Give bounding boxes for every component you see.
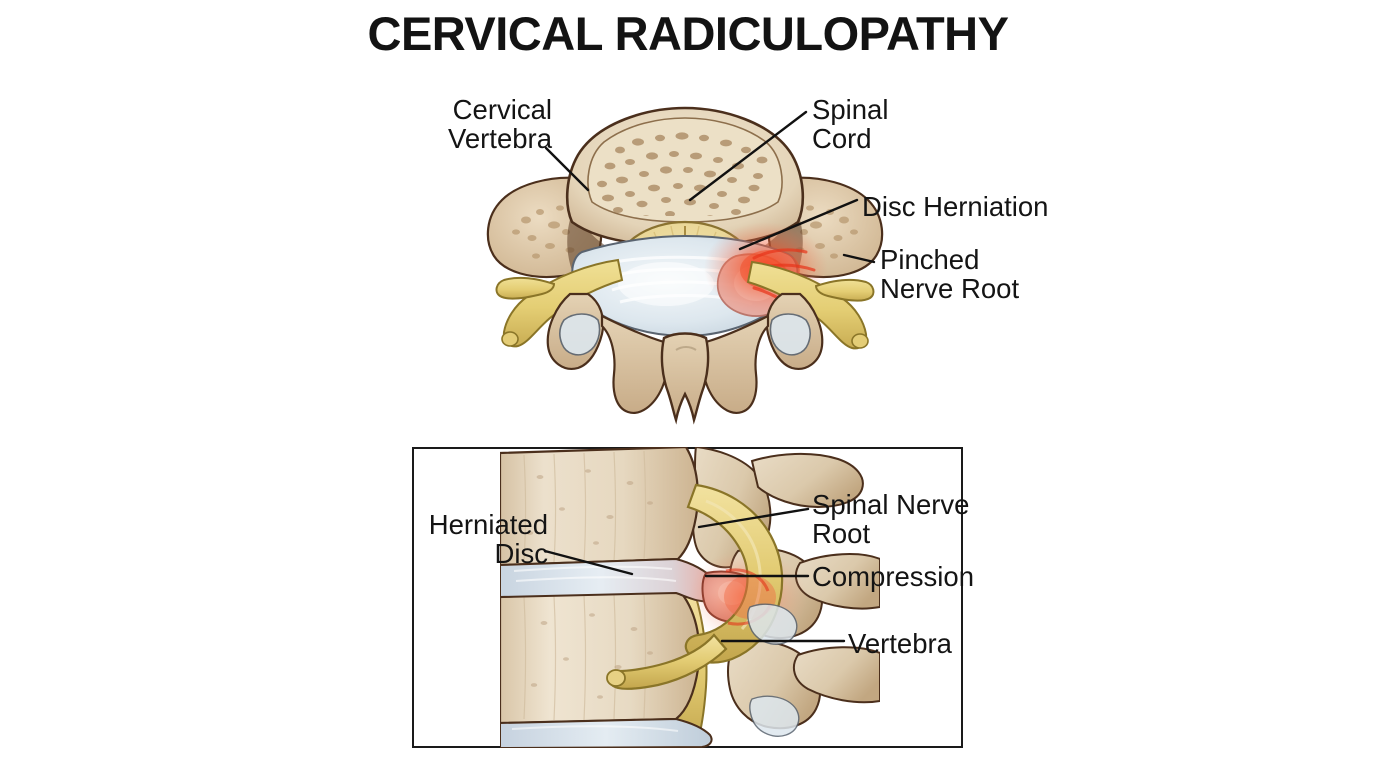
normal-disc-lower (500, 717, 713, 748)
lateral-spine-illustration (500, 447, 880, 748)
facet-cartilage-lateral (747, 603, 800, 737)
label-compression: Compression (812, 561, 975, 592)
label-vertebra: Vertebra (848, 628, 952, 659)
label-herniated-disc: Herniated Disc (428, 509, 548, 569)
label-spinal-cord: Spinal Cord (812, 94, 889, 154)
vertebral-body-middle (500, 587, 701, 725)
label-cervical-vertebra: Cervical Vertebra (448, 94, 552, 154)
label-disc-herniation: Disc Herniation (862, 191, 1049, 222)
vertebral-body-upper (500, 447, 699, 567)
posterior-elements (691, 447, 880, 730)
label-pinched-nerve-root: Pinched Nerve Root (880, 244, 1020, 304)
label-spinal-nerve-root: Spinal Nerve Root (812, 489, 970, 549)
page-title: CERVICAL RADICULOPATHY (367, 7, 1009, 60)
facet-joints (559, 313, 811, 356)
